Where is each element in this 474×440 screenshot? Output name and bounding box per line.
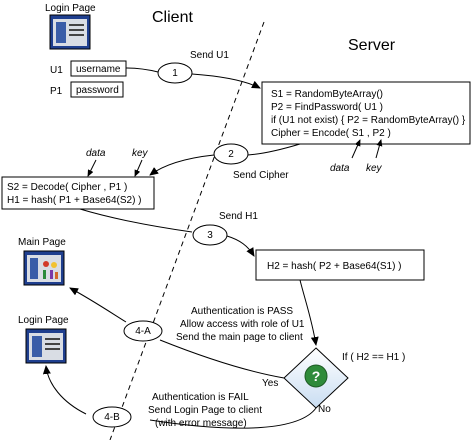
step-1-bubble	[157, 62, 193, 84]
step-4a-bubble	[123, 320, 163, 342]
client-line-2: H1 = hash( P1 + Base64(S2) )	[7, 195, 142, 206]
hash-compare-box	[255, 249, 425, 281]
client-line-1: S2 = Decode( Cipher , P1 )	[7, 182, 127, 193]
step-4b-bubble	[92, 406, 132, 428]
login-page-bottom-label: Login Page	[18, 315, 69, 326]
step-2-bubble	[213, 143, 249, 165]
decision-no: No	[318, 404, 331, 415]
login-page-icon	[49, 14, 91, 50]
client-data-pointer	[87, 159, 97, 177]
p1-label: P1	[50, 86, 63, 97]
client-data-label: data	[86, 148, 106, 159]
server-key-label: key	[366, 163, 383, 174]
step-4a-line-1: Authentication is PASS	[191, 306, 293, 317]
question-mark: ?	[312, 368, 321, 384]
main-page-icon	[23, 250, 65, 286]
step-2-flow: 2	[149, 143, 301, 176]
server-heading: Server	[348, 37, 396, 54]
client-compute-box	[1, 176, 155, 210]
step-4a-line-3: Send the main page to client	[176, 332, 303, 343]
client-key-pointer	[134, 159, 143, 177]
u1-label: U1	[50, 65, 63, 76]
server-data-pointer	[351, 139, 361, 159]
step-1-flow: 1	[125, 62, 261, 89]
password-value: password	[76, 85, 119, 96]
step-3-flow: 3	[79, 208, 255, 257]
step-2-number: 2	[228, 149, 234, 160]
step-4b-line-3: (with error message)	[155, 418, 247, 429]
step-4b-line-1: Authentication is FAIL	[152, 392, 249, 403]
decision-condition: If ( H2 == H1 )	[342, 352, 405, 363]
step-4b-flow: 4-B	[42, 365, 317, 429]
step-3-label: Send H1	[219, 211, 258, 222]
step-4b-number: 4-B	[104, 412, 120, 423]
password-field	[70, 81, 124, 98]
server-data-label: data	[330, 163, 350, 174]
login-page-bottom-icon	[25, 328, 67, 364]
client-heading: Client	[152, 9, 193, 26]
step-1-label: Send U1	[190, 50, 229, 61]
decision-diamond: ?	[283, 347, 349, 409]
compare-to-decision-arrow	[299, 279, 319, 346]
question-icon	[304, 364, 328, 388]
login-page-top-label: Login Page	[45, 3, 96, 14]
server-line-4: Cipher = Encode( S1 , P2 )	[271, 128, 391, 139]
hash-compare-text: H2 = hash( P2 + Base64(S1) )	[267, 261, 402, 272]
server-compute-box	[261, 81, 471, 145]
step-1-number: 1	[172, 68, 178, 79]
server-line-2: P2 = FindPassword( U1 )	[271, 102, 383, 113]
server-line-1: S1 = RandomByteArray()	[271, 89, 383, 100]
server-line-3: if (U1 not exist) { P2 = RandomByteArray…	[271, 115, 466, 126]
step-2-label: Send Cipher	[233, 170, 289, 181]
server-key-pointer	[375, 139, 383, 159]
main-page-label: Main Page	[18, 237, 66, 248]
step-3-number: 3	[207, 230, 213, 241]
client-server-divider	[109, 21, 265, 440]
step-4a-line-2: Allow access with role of U1	[180, 319, 305, 330]
step-4b-line-2: Send Login Page to client	[148, 405, 262, 416]
step-4a-number: 4-A	[135, 326, 151, 337]
decision-yes: Yes	[262, 378, 278, 389]
client-key-label: key	[132, 148, 149, 159]
step-3-bubble	[192, 224, 228, 246]
step-4a-flow: 4-A	[69, 287, 285, 379]
username-value: username	[76, 64, 121, 75]
